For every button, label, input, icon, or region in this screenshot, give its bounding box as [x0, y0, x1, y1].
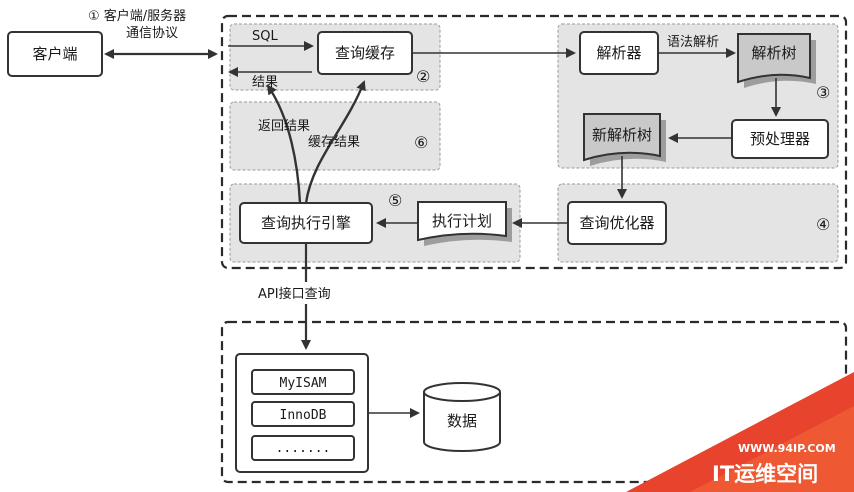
step-3: ③: [816, 83, 830, 102]
innodb-label: InnoDB: [280, 408, 327, 423]
storage-engine-innodb: [251, 401, 355, 427]
data-cylinder: [423, 382, 501, 452]
result-label: 结果: [252, 75, 278, 90]
watermark-name: IT运维空间: [712, 462, 818, 486]
return-result-label: 返回结果: [258, 119, 310, 134]
storage-engine-more: [251, 435, 355, 461]
protocol-label: ① 客户端/服务器: [88, 8, 186, 24]
data-label: 数据: [447, 412, 477, 430]
cache-result-arrow: [304, 80, 366, 204]
watermark-url: WWW.94IP.COM: [738, 442, 836, 455]
query-cache-label: 查询缓存: [335, 44, 395, 62]
client-label: 客户端: [32, 45, 77, 63]
query-execution-engine-label: 查询执行引擎: [261, 214, 351, 232]
return-result-arrow: [266, 84, 302, 204]
more-engines-label: .......: [276, 441, 331, 456]
sql-label: SQL: [252, 29, 278, 44]
server-layer-frame: [220, 14, 848, 270]
storage-engine-myisam: [251, 369, 355, 395]
preprocessor-label: 预处理器: [750, 130, 810, 148]
new-parse-tree-label: 新解析树: [592, 126, 652, 144]
cache-result-label: 缓存结果: [308, 135, 360, 150]
step-2: ②: [416, 67, 430, 86]
preprocessor-box: [731, 119, 829, 159]
parse-tree-doc: [737, 33, 811, 84]
parser-label: 解析器: [596, 44, 641, 62]
client-box: [7, 31, 103, 77]
watermark: WWW.94IP.COM IT运维空间: [626, 372, 854, 492]
execution-plan-label: 执行计划: [432, 212, 492, 230]
myisam-label: MyISAM: [280, 376, 327, 391]
step-4: ④: [816, 215, 830, 234]
step-6: ⑥: [414, 133, 428, 152]
step-5: ⑤: [388, 191, 402, 210]
new-parse-tree-doc: [583, 113, 661, 162]
parse-tree-label: 解析树: [751, 44, 796, 62]
protocol-label-2: 通信协议: [126, 26, 178, 41]
syntax-parse-label: 语法解析: [667, 35, 719, 50]
api-query-label: API接口查询: [258, 286, 331, 302]
execution-plan-doc: [417, 201, 507, 242]
query-optimizer-label: 查询优化器: [579, 214, 654, 232]
storage-layer-frame: [220, 320, 848, 484]
